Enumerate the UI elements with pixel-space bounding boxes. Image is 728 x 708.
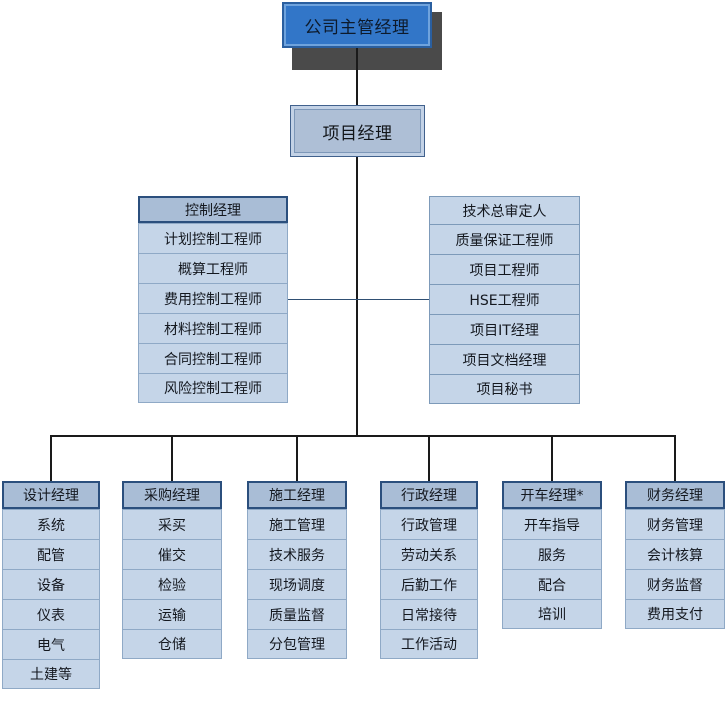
list-item[interactable]: 项目文档经理	[429, 344, 580, 374]
list-item[interactable]: 仪表	[2, 599, 100, 629]
node-label: 公司主管经理	[304, 17, 410, 38]
column-header-procurement[interactable]: 采购经理	[122, 481, 222, 509]
list-item[interactable]: 劳动关系	[380, 539, 478, 569]
list-item[interactable]: 财务管理	[625, 509, 725, 539]
connector-pm-spine	[356, 157, 358, 435]
list-item[interactable]: 合同控制工程师	[138, 343, 288, 373]
column-header-administration[interactable]: 行政经理	[380, 481, 478, 509]
connector-drop-procurement	[171, 435, 173, 481]
list-item[interactable]: 日常接待	[380, 599, 478, 629]
column-construction-manager: 施工经理 施工管理 技术服务 现场调度 质量监督 分包管理	[247, 481, 347, 659]
connector-drop-construction	[296, 435, 298, 481]
column-header-finance[interactable]: 财务经理	[625, 481, 725, 509]
list-item[interactable]: 配合	[502, 569, 602, 599]
column-header-startup[interactable]: 开车经理*	[502, 481, 602, 509]
list-item[interactable]: 培训	[502, 599, 602, 629]
list-item[interactable]: 施工管理	[247, 509, 347, 539]
list-item[interactable]: 分包管理	[247, 629, 347, 659]
connector-staff-left	[288, 299, 358, 300]
list-item[interactable]: 工作活动	[380, 629, 478, 659]
list-item[interactable]: 质量监督	[247, 599, 347, 629]
column-header-construction[interactable]: 施工经理	[247, 481, 347, 509]
list-item[interactable]: 费用控制工程师	[138, 283, 288, 313]
column-header-control[interactable]: 控制经理	[138, 196, 288, 223]
list-item[interactable]: 电气	[2, 629, 100, 659]
node-project-manager[interactable]: 项目经理	[290, 105, 425, 157]
list-item[interactable]: 计划控制工程师	[138, 223, 288, 253]
column-control-manager: 控制经理 计划控制工程师 概算工程师 费用控制工程师 材料控制工程师 合同控制工…	[138, 196, 288, 403]
list-item[interactable]: 费用支付	[625, 599, 725, 629]
list-item[interactable]: 采买	[122, 509, 222, 539]
connector-drop-startup	[551, 435, 553, 481]
connector-bottom-bus	[50, 435, 676, 437]
list-item[interactable]: 配管	[2, 539, 100, 569]
node-company-executive-manager[interactable]: 公司主管经理	[282, 2, 432, 48]
column-administration-manager: 行政经理 行政管理 劳动关系 后勤工作 日常接待 工作活动	[380, 481, 478, 659]
list-item[interactable]: 检验	[122, 569, 222, 599]
column-finance-manager: 财务经理 财务管理 会计核算 财务监督 费用支付	[625, 481, 725, 629]
list-item[interactable]: 材料控制工程师	[138, 313, 288, 343]
list-item[interactable]: 会计核算	[625, 539, 725, 569]
connector-root-to-pm	[356, 48, 358, 105]
list-item[interactable]: 开车指导	[502, 509, 602, 539]
list-item[interactable]: 项目IT经理	[429, 314, 580, 344]
list-item[interactable]: 项目秘书	[429, 374, 580, 404]
list-item[interactable]: 仓储	[122, 629, 222, 659]
list-item[interactable]: HSE工程师	[429, 284, 580, 314]
list-item[interactable]: 运输	[122, 599, 222, 629]
list-item[interactable]: 催交	[122, 539, 222, 569]
connector-drop-finance	[674, 435, 676, 481]
column-procurement-manager: 采购经理 采买 催交 检验 运输 仓储	[122, 481, 222, 659]
list-item[interactable]: 项目工程师	[429, 254, 580, 284]
list-item[interactable]: 现场调度	[247, 569, 347, 599]
column-startup-manager: 开车经理* 开车指导 服务 配合 培训	[502, 481, 602, 629]
list-item[interactable]: 技术服务	[247, 539, 347, 569]
column-design-manager: 设计经理 系统 配管 设备 仪表 电气 土建等	[2, 481, 100, 689]
list-item[interactable]: 风险控制工程师	[138, 373, 288, 403]
node-label: 项目经理	[322, 123, 393, 144]
list-item[interactable]: 服务	[502, 539, 602, 569]
connector-staff-right	[356, 299, 429, 300]
list-item[interactable]: 设备	[2, 569, 100, 599]
connector-drop-administration	[428, 435, 430, 481]
list-item[interactable]: 财务监督	[625, 569, 725, 599]
list-item[interactable]: 后勤工作	[380, 569, 478, 599]
list-item[interactable]: 土建等	[2, 659, 100, 689]
column-technical-reviewer: 技术总审定人 质量保证工程师 项目工程师 HSE工程师 项目IT经理 项目文档经…	[429, 196, 580, 404]
list-item[interactable]: 系统	[2, 509, 100, 539]
list-item[interactable]: 行政管理	[380, 509, 478, 539]
connector-drop-design	[50, 435, 52, 481]
list-item[interactable]: 质量保证工程师	[429, 224, 580, 254]
list-item[interactable]: 概算工程师	[138, 253, 288, 283]
column-header-technical[interactable]: 技术总审定人	[429, 196, 580, 224]
column-header-design[interactable]: 设计经理	[2, 481, 100, 509]
